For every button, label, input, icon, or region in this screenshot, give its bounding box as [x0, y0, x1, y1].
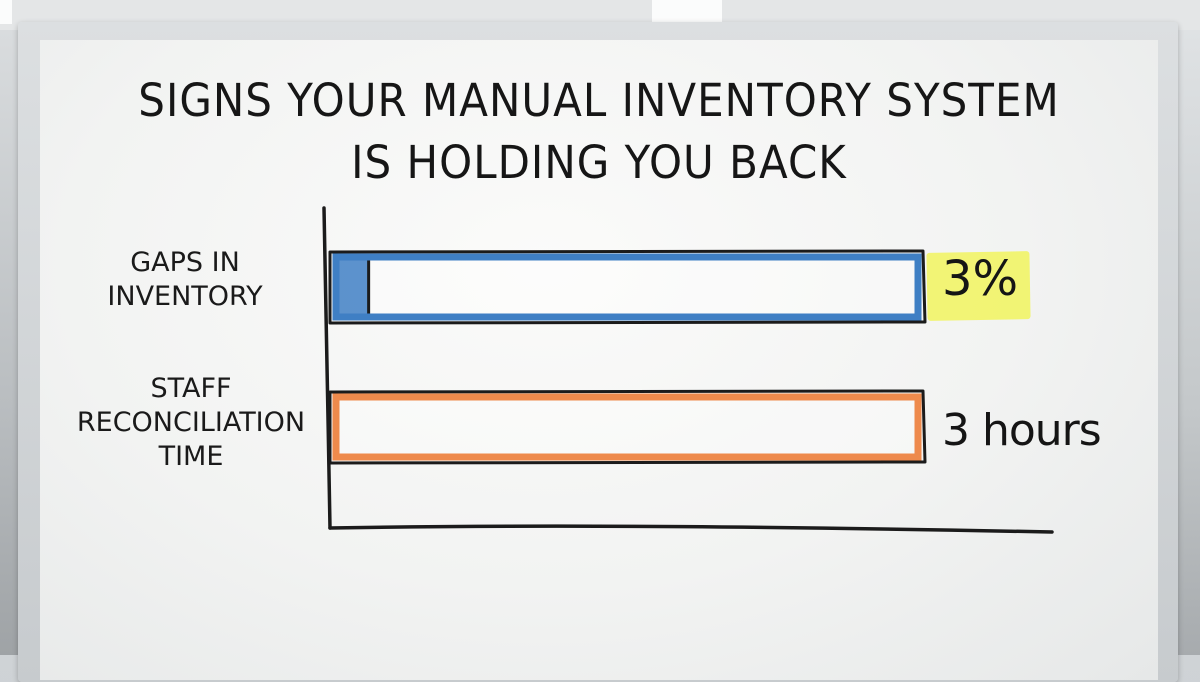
category-label-line: RECONCILIATION — [76, 407, 306, 438]
bar-outline — [328, 249, 927, 325]
category-label-line: STAFF — [150, 373, 232, 404]
bar-staff-reconciliation-time — [328, 389, 927, 465]
whiteboard-title-line-2: IS HOLDING YOU BACK — [351, 136, 847, 189]
whiteboard-surface — [40, 40, 1158, 680]
bar-colored-outline — [332, 393, 922, 461]
category-label-line: INVENTORY — [107, 281, 263, 312]
category-label-gaps-in-inventory: GAPS IN INVENTORY — [90, 246, 280, 314]
ceiling-light — [652, 0, 722, 24]
category-label-staff-reconciliation-time: STAFF RECONCILIATION TIME — [56, 372, 326, 474]
bar-background — [334, 256, 920, 318]
bar-background — [334, 396, 920, 458]
ceiling-light — [0, 0, 12, 24]
office-background-right — [1174, 30, 1200, 655]
hand-drawn-bar-chart — [322, 206, 1054, 534]
category-label-line: TIME — [158, 441, 224, 472]
x-axis-line — [328, 524, 1054, 534]
chart-axes — [322, 206, 1054, 534]
bar-gaps-in-inventory — [328, 249, 927, 325]
category-label-line: GAPS IN — [130, 247, 240, 278]
whiteboard-title-line-1: SIGNS YOUR MANUAL INVENTORY SYSTEM — [138, 74, 1060, 127]
bar-value-label-staff-time: 3 hours — [942, 405, 1102, 456]
bar-outline — [328, 389, 927, 465]
bar-colored-outline — [332, 253, 922, 321]
office-background-left — [0, 30, 22, 655]
y-axis-line — [322, 206, 332, 530]
bar-value-label-gaps: 3% — [942, 251, 1019, 307]
